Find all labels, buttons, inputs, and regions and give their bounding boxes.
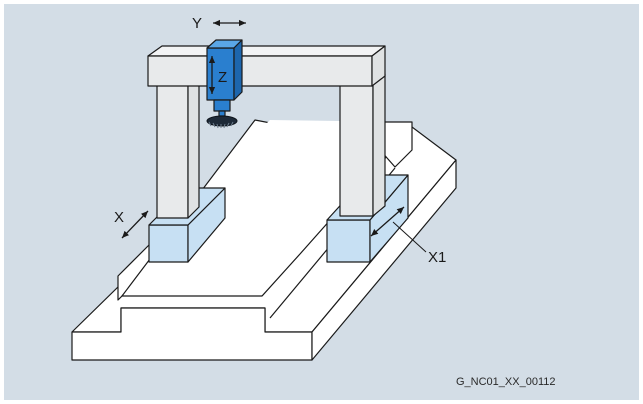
crossbeam-top (147, 45, 386, 57)
axis-z-label: Z (218, 69, 227, 86)
spindle-nose (213, 99, 231, 112)
crossbeam (147, 45, 386, 87)
milling-cutter (206, 115, 238, 129)
crossbeam-side (371, 45, 386, 87)
axis-x1-label: X1 (428, 249, 446, 266)
bed-front (71, 307, 313, 361)
axis-x-label: X (114, 209, 124, 226)
right-column (339, 73, 386, 217)
axis-x-arrow (121, 210, 149, 239)
axis-x1-leader (392, 221, 427, 253)
left-column (156, 73, 200, 219)
figure-id: G_NC01_XX_00112 (456, 376, 555, 388)
axis-y-label: Y (192, 15, 202, 32)
axis-x1-arrow (370, 206, 405, 237)
crossbeam-front (147, 55, 373, 87)
